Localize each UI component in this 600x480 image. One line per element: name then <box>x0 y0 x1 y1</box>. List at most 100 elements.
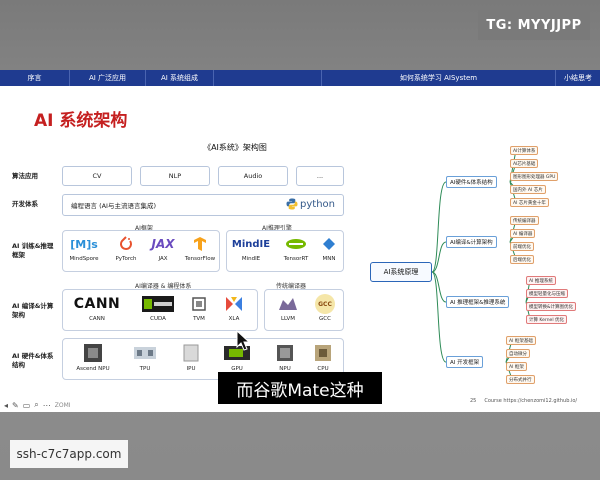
mindspore-logo: [M]s <box>70 237 98 251</box>
mindmap-leaf: AI计算体系 <box>510 146 539 155</box>
pytorch-icon <box>116 234 136 254</box>
python-logo: python <box>286 198 335 210</box>
framework-pytorch: PyTorch <box>108 234 144 262</box>
dev-text: 编程语言 (AI与主流语言集成) <box>71 202 157 210</box>
tpu-board-icon <box>132 342 158 364</box>
player-controls: ◂ ✎ ▭ ⌕ ⋯ ZOMI <box>4 400 71 410</box>
mindie-logo: MindIE <box>231 238 271 250</box>
tensorflow-icon <box>190 234 210 254</box>
mindmap-leaf: 自动微分 <box>506 349 530 358</box>
nav-item-blank[interactable] <box>214 70 322 86</box>
mindmap-leaf: 后端优化 <box>510 255 534 264</box>
tvm-icon <box>189 294 209 314</box>
app-box-cv: CV <box>62 166 132 186</box>
row-label-train: AI 训练&推理框架 <box>12 242 54 259</box>
xla-icon <box>223 294 245 314</box>
jax-icon: JAX <box>151 237 175 251</box>
train-left-title: AI框架 <box>135 225 153 232</box>
row-label-dev: 开发体系 <box>12 200 38 208</box>
python-icon <box>286 198 298 210</box>
zoom-icon[interactable]: ⌕ <box>34 400 39 409</box>
framework-pytorch-label: PyTorch <box>115 256 137 262</box>
app-box-nlp: NLP <box>140 166 210 186</box>
row-label-compile: AI 编译&计算架构 <box>12 302 54 319</box>
slide: 序言 AI 广泛应用 AI 系统组成 如何系统学习 AISystem 小结思考 … <box>0 70 600 412</box>
slide-footer: 25 Course https://chenzomi12.github.io/ <box>470 398 577 404</box>
slides-icon[interactable]: ▭ <box>22 400 31 410</box>
mindmap-leaf: 传统编译器 <box>510 216 539 225</box>
row-label-hw: AI 硬件&体系结构 <box>12 352 54 369</box>
mindmap-leaf: AI 编译器 <box>510 229 536 238</box>
compile-left-title: AI编译器 & 编程体系 <box>135 283 192 290</box>
compiler-cann: CANN CANN <box>66 294 128 322</box>
mindmap-leaf: 前端优化 <box>510 242 534 251</box>
cuda-icon <box>141 294 175 314</box>
compile-right-title: 传统编译器 <box>276 283 307 290</box>
nav-item-components[interactable]: AI 系统组成 <box>146 70 214 86</box>
mouse-cursor-icon <box>236 330 250 351</box>
framework-jax-label: JAX <box>158 256 168 262</box>
mindmap-leaf: 模型转换&计算图优化 <box>526 302 577 311</box>
watermark-top-right: TG: MYYJJPP <box>478 10 590 40</box>
watermark-bottom-left: ssh-c7c7app.com <box>10 440 128 468</box>
compiler-llvm-label: LLVM <box>280 316 296 322</box>
nav-item-applications[interactable]: AI 广泛应用 <box>70 70 146 86</box>
arch-title: 《AI系统》架构图 <box>203 143 267 152</box>
train-right-title: AI推理引擎 <box>262 225 292 232</box>
framework-mindspore-label: MindSpore <box>69 256 99 262</box>
gcc-logo: GCC <box>315 294 335 314</box>
slide-title: AI 系统架构 <box>34 111 128 131</box>
course-link: Course https://chenzomi12.github.io/ <box>484 398 578 404</box>
mnn-icon <box>319 234 339 254</box>
hw-tpu-label: TPU <box>139 366 151 372</box>
ascend-chip-icon <box>82 342 104 364</box>
mindmap-leaf: 模型轻量化与压缩 <box>526 289 568 298</box>
framework-jax: JAX JAX <box>146 234 180 262</box>
app-box-audio: Audio <box>218 166 288 186</box>
nav-item-learn[interactable]: 如何系统学习 AISystem <box>322 70 556 86</box>
mindmap-leaf: AI芯片基础 <box>510 159 539 168</box>
mindmap-leaf: 分布式并行 <box>506 375 535 384</box>
compiler-cuda: CUDA <box>140 294 176 322</box>
compiler-gcc: GCC GCC <box>310 294 340 322</box>
engine-tensorrt: TensorRT <box>278 234 314 262</box>
mindmap-branch-framework: AI 开发框架 <box>446 356 484 368</box>
ipu-icon <box>181 342 201 364</box>
hw-cpu-label: CPU <box>317 366 329 372</box>
compiler-tvm-label: TVM <box>193 316 205 322</box>
compiler-xla: XLA <box>218 294 250 322</box>
pen-icon[interactable]: ✎ <box>12 400 19 410</box>
hw-ascend-label: Ascend NPU <box>76 366 110 372</box>
mindmap-branch-compile: AI编译&计算架构 <box>446 236 497 248</box>
page-number: 25 <box>470 398 477 404</box>
compiler-cann-label: CANN <box>89 316 105 322</box>
mindmap-leaf: 计算 Kernel 优化 <box>526 315 567 324</box>
slide-navbar: 序言 AI 广泛应用 AI 系统组成 如何系统学习 AISystem 小结思考 <box>0 70 600 86</box>
subtitle-caption: 而谷歌Mate这种 <box>218 372 382 404</box>
hw-ipu-label: IPU <box>186 366 196 372</box>
dev-box: 编程语言 (AI与主流语言集成) python <box>62 194 344 216</box>
prev-icon[interactable]: ◂ <box>4 400 9 410</box>
engine-mnn-label: MNN <box>322 256 336 262</box>
hw-cpu: CPU <box>308 342 338 372</box>
engine-mindie: MindIE MindIE <box>230 234 272 263</box>
engine-tensorrt-label: TensorRT <box>283 256 309 262</box>
cann-logo: CANN <box>73 296 121 312</box>
compiler-xla-label: XLA <box>228 316 240 322</box>
llvm-dragon-icon <box>276 294 300 314</box>
app-box-more: ... <box>296 166 344 186</box>
mindmap-branch-hardware: AI硬件&体系结构 <box>446 176 497 188</box>
framework-mindspore: [M]s MindSpore <box>66 234 102 263</box>
engine-mindie-label: MindIE <box>241 256 261 262</box>
more-icon[interactable]: ⋯ <box>42 400 51 410</box>
python-label: python <box>300 198 335 210</box>
framework-tensorflow: TensorFlow <box>182 234 218 262</box>
engine-mnn: MNN <box>316 234 342 262</box>
train-engine-panel <box>226 230 344 272</box>
nav-item-intro[interactable]: 序言 <box>0 70 70 86</box>
nav-item-summary[interactable]: 小结思考 <box>564 74 592 82</box>
mindmap-leaf: 图形图形处理器 GPU <box>510 172 559 181</box>
mindmap-leaf: 国内外 AI 芯片 <box>510 185 546 194</box>
hw-ipu: IPU <box>176 342 206 372</box>
